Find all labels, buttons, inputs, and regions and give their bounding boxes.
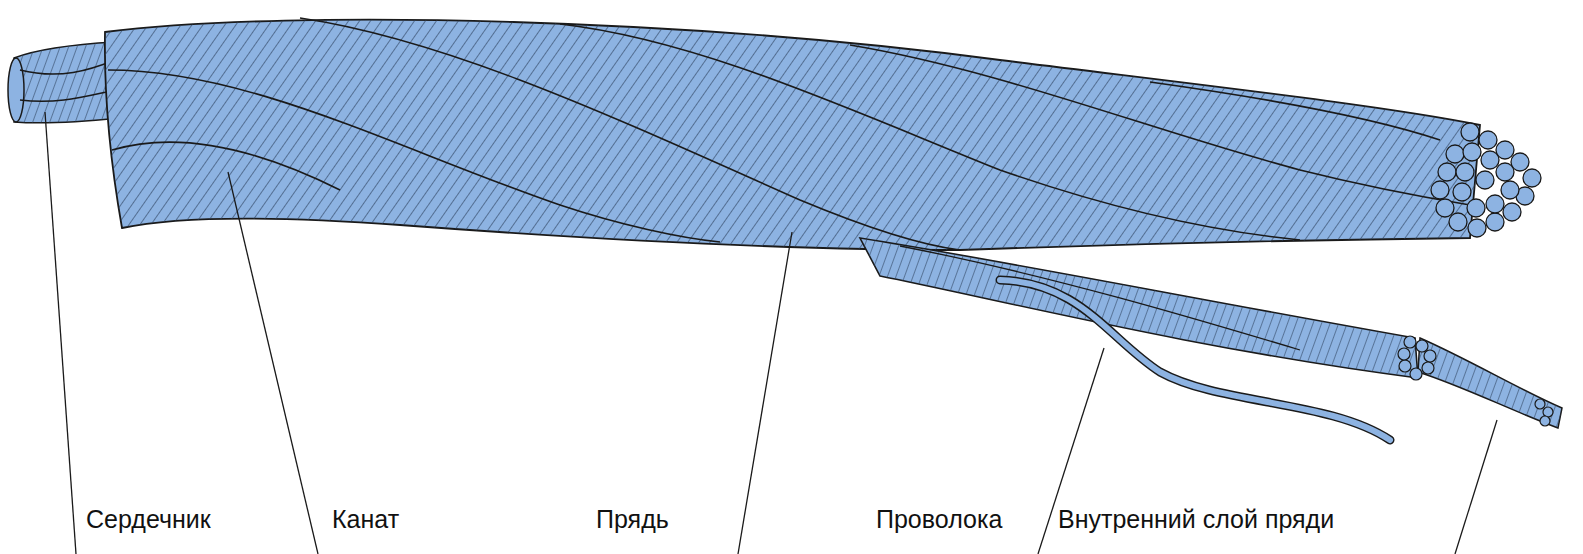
single-wire [1000,280,1390,440]
leader-lines [45,112,1497,554]
part-label: Сердечник [86,506,211,534]
rope-body [105,18,1480,250]
part-label: Канат [332,506,399,534]
part-label: Проволока [876,506,1002,534]
rope-core [8,42,118,123]
part-label: Прядь [596,506,669,534]
part-label: Внутренний слой пряди [1058,506,1334,534]
loose-strand [860,238,1562,428]
rope-end-wires [1431,123,1541,237]
